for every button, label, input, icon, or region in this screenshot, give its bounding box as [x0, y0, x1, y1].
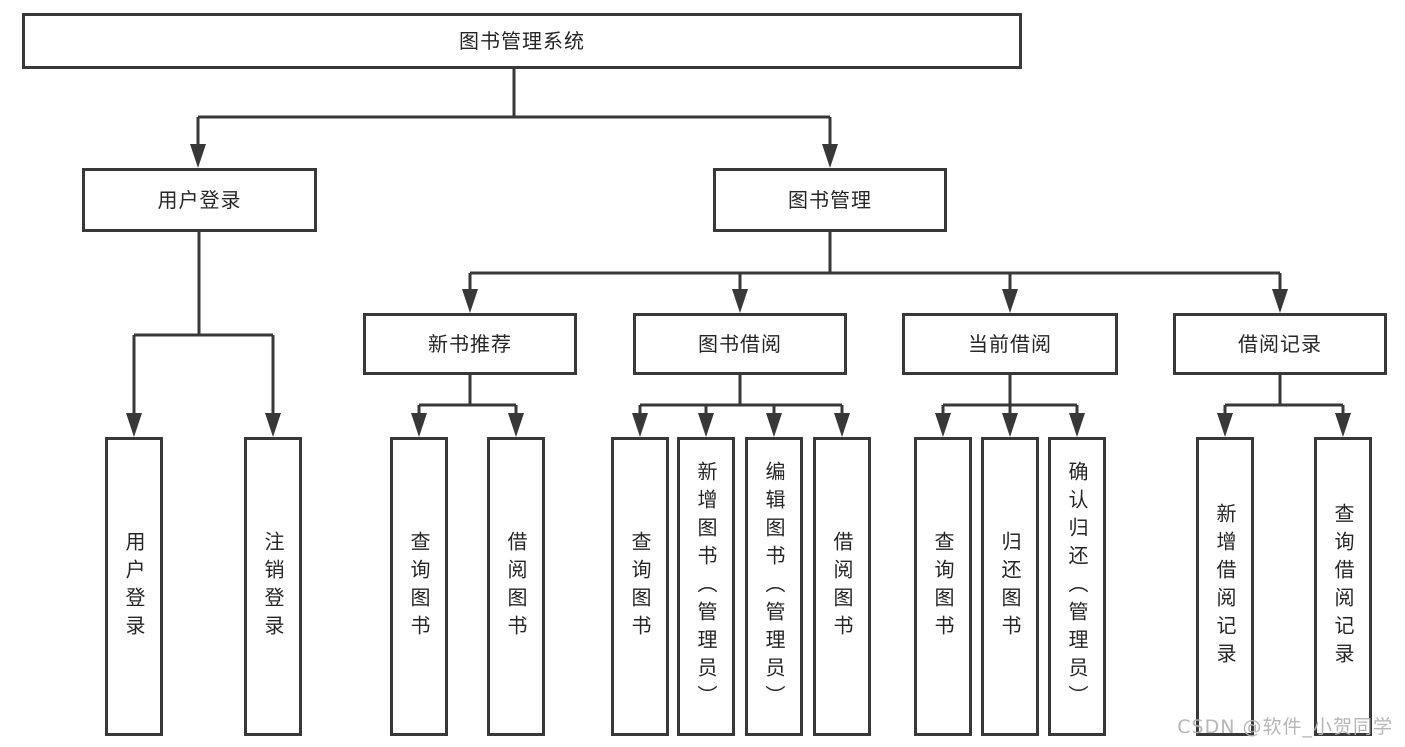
leaf-query-book-current: 查询图书 [914, 437, 972, 736]
connector-book-borrow-to-leaves [632, 375, 850, 437]
node-borrow-records: 借阅记录 [1173, 313, 1387, 375]
leaf-borrow-book-recommend: 借阅图书 [487, 437, 545, 736]
node-current-borrow: 当前借阅 [902, 313, 1118, 375]
leaf-add-borrow-record: 新增借阅记录 [1196, 437, 1254, 736]
leaf-edit-book-admin: 编辑图书（管理员） [745, 437, 803, 736]
leaf-query-book-recommend: 查询图书 [390, 437, 448, 736]
node-user-login: 用户登录 [82, 168, 317, 232]
leaf-logout: 注销登录 [244, 437, 302, 736]
node-library-system: 图书管理系统 [22, 13, 1022, 69]
leaf-borrow-book: 借阅图书 [813, 437, 871, 736]
leaf-user-login: 用户登录 [105, 437, 163, 736]
leaf-query-book-borrow: 查询图书 [611, 437, 669, 736]
connector-borrow-records-to-leaves [1217, 375, 1351, 437]
leaf-query-borrow-record: 查询借阅记录 [1314, 437, 1372, 736]
node-book-borrow: 图书借阅 [633, 313, 847, 375]
node-book-management: 图书管理 [713, 168, 947, 232]
leaf-add-book-admin: 新增图书（管理员） [677, 437, 735, 736]
connector-current-borrow-to-leaves [935, 375, 1085, 437]
leaf-return-book: 归还图书 [981, 437, 1039, 736]
leaf-confirm-return-admin: 确认归还（管理员） [1048, 437, 1106, 736]
connector-user-login-to-leaves [126, 232, 281, 437]
node-new-book-recommend: 新书推荐 [363, 313, 577, 375]
connector-root-to-level2 [190, 68, 838, 168]
connector-new-book-rec-to-leaves [411, 375, 524, 437]
connector-book-mgmt-to-level3 [462, 232, 1288, 313]
csdn-watermark: CSDN @软件_小贺同学 [1177, 716, 1393, 738]
